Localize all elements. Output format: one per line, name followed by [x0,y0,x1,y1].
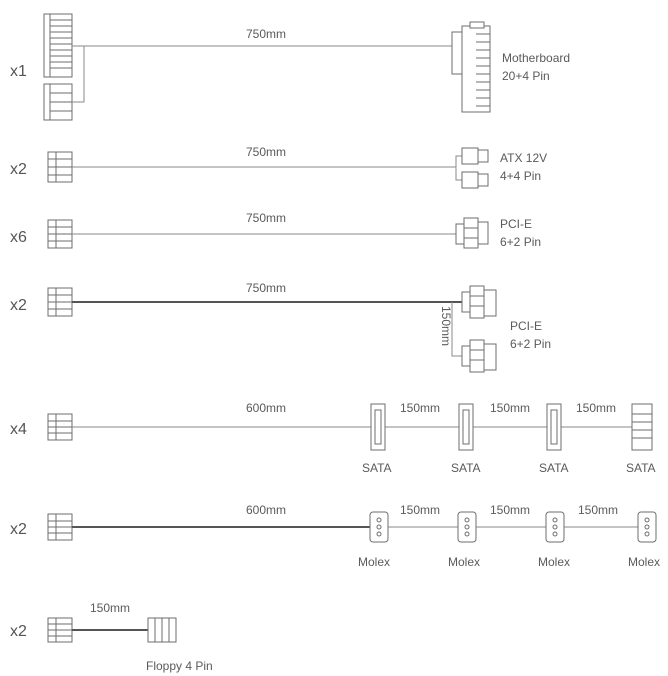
molex-connector-2 [457,511,477,543]
pcie-6plus2-connector-1 [461,285,497,319]
cable-length-label: 750mm [246,281,286,295]
segment-length-label: 150mm [400,503,440,517]
cable-pcie-split: x2 750mm 150mm PCI-E 6+2 Pin [10,281,551,373]
psu-24pin-connector [43,13,73,121]
psu-molex-connector [47,513,73,541]
cable-sata: x4 600mm 150mm 150mm 150mm SATA [10,401,656,475]
cable-length-label: 750mm [246,211,286,225]
psu-pcie-connector [47,219,73,249]
segment-length-label: 150mm [576,401,616,415]
molex-connector-end [637,511,657,543]
sata-connector-1 [370,403,386,451]
connector-pins-label: 4+4 Pin [500,169,541,183]
quantity-label: x2 [10,297,27,314]
atx12v-4plus4-connector [455,147,489,189]
segment-length-label: 150mm [490,401,530,415]
sata-connector-3 [546,403,562,451]
connector-pins-label: 6+2 Pin [510,337,551,351]
segment-length-label: 150mm [400,401,440,415]
cable-molex: x2 600mm 150mm 150mm 150mm Molex [10,503,660,569]
molex-connector-1 [369,511,389,543]
cable-length-label: 600mm [246,401,286,415]
quantity-label: x2 [10,623,27,640]
connector-name-label: Motherboard [502,51,570,65]
cable-pcie: x6 750mm PCI-E 6+2 Pin [10,211,541,249]
quantity-label: x6 [10,229,27,246]
floppy-4pin-connector [147,617,177,643]
connector-pins-label: 6+2 Pin [500,235,541,249]
psu-sata-connector [47,413,73,441]
cable-length-label: 750mm [246,145,286,159]
cable-length-label: 600mm [246,503,286,517]
cable-length-label: 150mm [90,601,130,615]
connector-label: Molex [358,555,390,569]
sata-connector-end [631,403,653,451]
quantity-label: x2 [10,161,27,178]
connector-name-label: PCI-E [500,217,532,231]
cable-atx12v: x2 750mm ATX 12V 4+4 Pin [10,145,547,189]
branch-length-label: 150mm [439,306,453,346]
connector-label: Molex [448,555,480,569]
connector-label: SATA [626,461,656,475]
motherboard-24pin-connector [451,21,491,113]
connector-name-label: ATX 12V [500,151,547,165]
psu-8pin-connector [47,151,73,183]
segment-length-label: 150mm [578,503,618,517]
connector-label: SATA [362,461,392,475]
psu-pcie-connector [47,287,73,317]
psu-floppy-connector [47,617,73,643]
pcie-6plus2-connector-2 [461,339,497,373]
sata-connector-2 [458,403,474,451]
connector-name-label: Floppy 4 Pin [146,659,213,673]
segment-length-label: 150mm [490,503,530,517]
quantity-label: x4 [10,421,27,438]
cable-length-label: 750mm [246,27,286,41]
connector-label: SATA [451,461,481,475]
quantity-label: x2 [10,521,27,538]
connector-label: SATA [539,461,569,475]
connector-pins-label: 20+4 Pin [502,69,550,83]
cable-floppy: x2 150mm Floppy 4 Pin [10,601,213,673]
cable-motherboard: x1 750mm Motherboar [10,13,570,121]
molex-connector-3 [545,511,565,543]
connector-label: Molex [538,555,570,569]
connector-name-label: PCI-E [510,319,542,333]
pcie-6plus2-connector [455,217,489,249]
quantity-label: x1 [10,63,27,80]
connector-label: Molex [628,555,660,569]
